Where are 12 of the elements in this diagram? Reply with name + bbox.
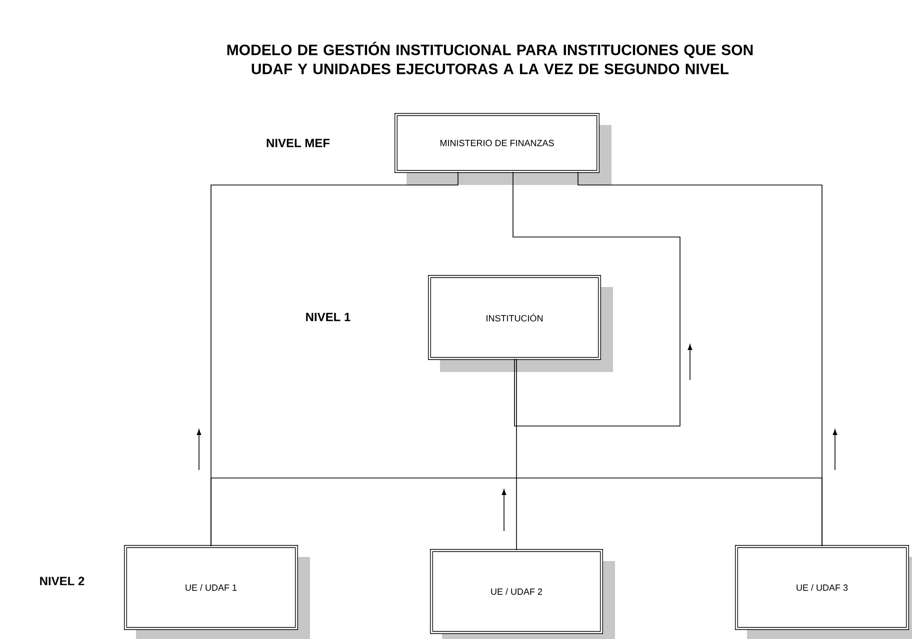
level-label: NIVEL MEF (266, 138, 330, 148)
shadowed-box: UE / UDAF 2 (430, 549, 615, 639)
title: MODELO DE GESTIÓN INSTITUCIONAL PARA INSTITUCIONES QUE SON UDAF Y UNIDADES EJECUTORAS A LA VEZ DE SEGUNDO NIVEL (227, 42, 753, 74)
shadowed-box: UE / UDAF 1 (124, 545, 310, 639)
level-label: NIVEL 1 (306, 312, 350, 322)
shadowed-box: UE / UDAF 3 (735, 545, 912, 639)
connector-line (516, 358, 517, 551)
connector-line (512, 171, 680, 426)
level-label: NIVEL 2 (40, 576, 84, 586)
connector-line (210, 478, 822, 547)
shadowed-box: INSTITUCIÓN (428, 275, 613, 372)
shadowed-box: MINISTERIO DE FINANZAS (394, 113, 612, 185)
